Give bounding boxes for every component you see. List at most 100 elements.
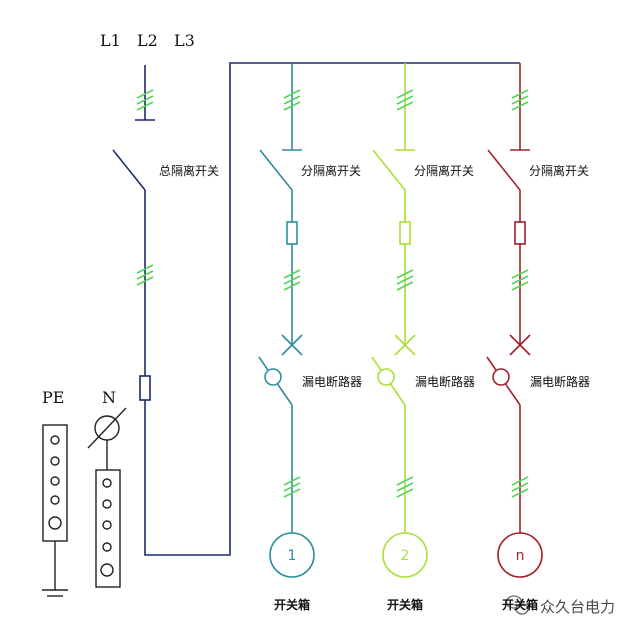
branch-3-isolator-label: 分隔离开关 xyxy=(529,163,589,178)
chat-bubble-small xyxy=(515,603,529,615)
hash-stroke xyxy=(511,101,529,111)
switch-box-circle xyxy=(382,532,428,578)
isolator-blade xyxy=(487,149,521,191)
cable-hash-mark xyxy=(511,476,529,498)
breaker-cross-stroke xyxy=(394,334,416,356)
hash-stroke xyxy=(283,281,301,291)
hash-stroke xyxy=(396,488,414,498)
branch-3-box-label: 开关箱 xyxy=(502,597,538,612)
main-fuse xyxy=(139,375,151,401)
hash-stroke xyxy=(511,269,529,279)
n-terminal-hole xyxy=(100,563,114,577)
hash-stroke xyxy=(136,264,154,274)
cable-hash-mark xyxy=(396,269,414,291)
hash-stroke xyxy=(396,476,414,486)
hash-stroke xyxy=(511,482,529,492)
phase-label-l1: L1 xyxy=(100,31,121,50)
pe-terminal-hole xyxy=(50,456,60,466)
hash-stroke xyxy=(136,276,154,286)
pe-terminal-hole xyxy=(50,495,60,505)
branch-1-box-label: 开关箱 xyxy=(274,597,310,612)
main-isolator-blade xyxy=(112,149,146,191)
branch-3-box-id: n xyxy=(516,548,525,564)
hash-stroke xyxy=(396,275,414,285)
branch-2-isolator-label: 分隔离开关 xyxy=(414,163,474,178)
hash-stroke xyxy=(283,269,301,279)
switch-box-circle xyxy=(269,532,315,578)
n-terminal-hole xyxy=(102,499,112,509)
hash-stroke xyxy=(283,482,301,492)
branch-1-box-id: 1 xyxy=(288,548,297,564)
main-feeder xyxy=(112,62,520,556)
cable-hash-mark xyxy=(136,264,154,286)
pe-terminal-bar xyxy=(42,424,68,542)
branch-1 xyxy=(258,63,315,578)
cable-hash-mark xyxy=(283,476,301,498)
cable-hash-mark xyxy=(136,89,154,111)
hash-stroke xyxy=(283,89,301,99)
earth-and-neutral xyxy=(42,407,127,597)
fuse xyxy=(514,221,526,245)
hash-stroke xyxy=(283,275,301,285)
cable-hash-mark xyxy=(511,89,529,111)
leakage-sensor-circle xyxy=(492,368,510,386)
wechat-icon xyxy=(505,595,529,615)
hash-stroke xyxy=(511,281,529,291)
branch-3-breaker-label: 漏电断路器 xyxy=(530,374,590,389)
hash-stroke xyxy=(396,89,414,99)
cable-hash-mark xyxy=(396,476,414,498)
hash-stroke xyxy=(283,488,301,498)
pe-terminal-hole xyxy=(48,516,62,530)
n-terminal-hole xyxy=(102,542,112,552)
hash-stroke xyxy=(136,89,154,99)
leakage-sensor-circle xyxy=(377,368,395,386)
leakage-sensor-circle xyxy=(264,368,282,386)
isolator-blade xyxy=(259,149,293,191)
neutral-symbol-slash xyxy=(87,407,127,449)
phase-label-l3: L3 xyxy=(174,31,195,50)
hash-stroke xyxy=(136,101,154,111)
main-isolator-label: 总隔离开关 xyxy=(159,163,219,178)
pe-terminal-hole xyxy=(50,435,60,445)
hash-stroke xyxy=(283,476,301,486)
branch-2-box-label: 开关箱 xyxy=(387,597,423,612)
breaker-cross-stroke xyxy=(281,334,303,356)
hash-stroke xyxy=(511,275,529,285)
hash-stroke xyxy=(511,89,529,99)
n-terminal-hole xyxy=(102,478,112,488)
fuse xyxy=(399,221,411,245)
branch-2-breaker-label: 漏电断路器 xyxy=(415,374,475,389)
switch-box-circle xyxy=(497,532,543,578)
cable-hash-mark xyxy=(511,269,529,291)
hash-stroke xyxy=(396,269,414,279)
isolator-blade xyxy=(372,149,406,191)
branch-1-breaker-label: 漏电断路器 xyxy=(302,374,362,389)
hash-stroke xyxy=(396,482,414,492)
hash-stroke xyxy=(283,95,301,105)
pe-terminal-hole xyxy=(50,476,60,486)
pe-label: PE xyxy=(42,388,64,407)
n-terminal-hole xyxy=(102,520,112,530)
breaker-cross-stroke xyxy=(509,334,531,356)
hash-stroke xyxy=(283,101,301,111)
branch-3 xyxy=(486,63,543,578)
branch-2-box-id: 2 xyxy=(401,548,410,564)
cable-hash-mark xyxy=(396,89,414,111)
hash-stroke xyxy=(396,281,414,291)
hash-stroke xyxy=(511,95,529,105)
n-label: N xyxy=(102,388,116,407)
branch-1-isolator-label: 分隔离开关 xyxy=(301,163,361,178)
hash-stroke xyxy=(511,488,529,498)
watermark: 众久台电力 xyxy=(505,595,615,616)
hash-stroke xyxy=(136,270,154,280)
fuse xyxy=(286,221,298,245)
watermark-text: 众久台电力 xyxy=(540,598,615,616)
main-feeder-line xyxy=(144,62,520,556)
hash-stroke xyxy=(396,95,414,105)
cable-hash-mark xyxy=(283,89,301,111)
cable-hash-mark xyxy=(283,269,301,291)
branch-2 xyxy=(371,63,428,578)
cable-hash-marks xyxy=(136,89,529,498)
hash-stroke xyxy=(136,95,154,105)
